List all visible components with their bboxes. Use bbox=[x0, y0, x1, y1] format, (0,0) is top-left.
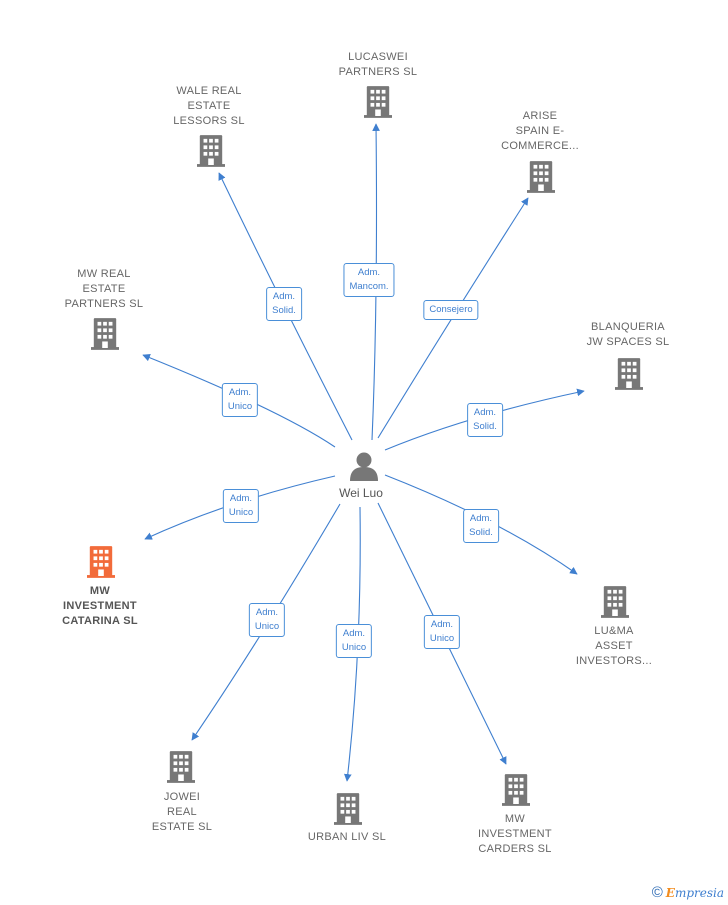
company-label-line: ARISE bbox=[522, 110, 558, 122]
company-label-urban[interactable]: URBAN LIV SL bbox=[308, 830, 386, 845]
building-icon[interactable] bbox=[91, 318, 119, 350]
role-line: Unico bbox=[228, 507, 254, 518]
company-label-line: INVESTMENT bbox=[478, 828, 552, 840]
role-line: Unico bbox=[227, 401, 253, 412]
role-badge-luma[interactable]: Adm. Solid. bbox=[463, 509, 499, 543]
company-label-line: MW bbox=[89, 585, 111, 597]
company-label-line: INVESTMENT bbox=[63, 600, 137, 612]
company-label-carders[interactable]: MW INVESTMENT CARDERS SL bbox=[478, 812, 552, 857]
role-line: Unico bbox=[341, 642, 367, 653]
company-label-jowei[interactable]: JOWEI REAL ESTATE SL bbox=[152, 790, 212, 835]
company-label-line: MW bbox=[504, 813, 526, 825]
company-label-line: CARDERS SL bbox=[478, 843, 552, 855]
building-icon[interactable] bbox=[167, 751, 195, 783]
role-line: Mancom. bbox=[349, 281, 389, 292]
company-label-line: LUCASWEI bbox=[348, 51, 408, 63]
role-badge-mwreal[interactable]: Adm. Unico bbox=[221, 383, 259, 417]
brand-name: mpresia bbox=[674, 886, 724, 900]
role-badge-lucaswei[interactable]: Adm. Mancom. bbox=[343, 263, 395, 297]
company-label-line: PARTNERS SL bbox=[64, 298, 144, 310]
building-icon[interactable] bbox=[502, 774, 530, 806]
role-line: Unico bbox=[429, 633, 455, 644]
role-line: Solid. bbox=[469, 527, 493, 538]
building-icon[interactable] bbox=[615, 358, 643, 390]
company-label-line: URBAN LIV SL bbox=[307, 831, 387, 843]
company-label-luma[interactable]: LU&MA ASSET INVESTORS... bbox=[576, 624, 652, 669]
brand-initial: E bbox=[665, 886, 675, 900]
person-icon bbox=[350, 452, 378, 481]
role-line: Adm. bbox=[357, 267, 381, 278]
building-icon[interactable] bbox=[601, 586, 629, 618]
edges bbox=[142, 123, 585, 782]
company-label-line: CATARINA SL bbox=[62, 615, 138, 627]
role-line: Adm. bbox=[469, 513, 493, 524]
company-label-line: REAL bbox=[167, 806, 197, 818]
role-line: Adm. bbox=[342, 628, 366, 639]
company-label-line: INVESTORS... bbox=[575, 655, 653, 667]
role-line: Adm. bbox=[228, 387, 252, 398]
role-line: Adm. bbox=[229, 493, 253, 504]
company-label-line: BLANQUERIA bbox=[591, 321, 665, 333]
company-label-lucaswei[interactable]: LUCASWEI PARTNERS SL bbox=[339, 50, 418, 80]
company-label-line: PARTNERS SL bbox=[338, 66, 418, 78]
role-line: Solid. bbox=[272, 305, 296, 316]
role-line: Consejero bbox=[429, 304, 473, 315]
company-label-line: SPAIN E- bbox=[515, 125, 565, 137]
role-badge-urban[interactable]: Adm. Unico bbox=[335, 624, 373, 658]
company-label-line: JW SPACES SL bbox=[586, 336, 670, 348]
company-label-line: ASSET bbox=[595, 640, 633, 652]
building-icon[interactable] bbox=[87, 546, 115, 578]
company-label-line: JOWEI bbox=[163, 791, 201, 803]
building-icon[interactable] bbox=[364, 86, 392, 118]
building-icon[interactable] bbox=[527, 161, 555, 193]
role-badge-jowei[interactable]: Adm. Unico bbox=[248, 603, 286, 637]
role-badge-catarina[interactable]: Adm. Unico bbox=[222, 489, 260, 523]
role-line: Adm. bbox=[272, 291, 296, 302]
company-label-line: ESTATE bbox=[187, 100, 231, 112]
company-label-line: ESTATE SL bbox=[151, 821, 213, 833]
role-line: Solid. bbox=[473, 421, 497, 432]
footer-brand: ©Empresia bbox=[652, 884, 724, 901]
company-label-line: COMMERCE... bbox=[501, 140, 579, 152]
role-line: Adm. bbox=[430, 619, 454, 630]
company-label-line: LESSORS SL bbox=[173, 115, 245, 127]
role-badge-wale[interactable]: Adm. Solid. bbox=[266, 287, 302, 321]
role-line: Adm. bbox=[473, 407, 497, 418]
company-label-wale[interactable]: WALE REAL ESTATE LESSORS SL bbox=[173, 84, 244, 129]
company-label-catarina[interactable]: MW INVESTMENT CATARINA SL bbox=[62, 584, 138, 629]
building-icon[interactable] bbox=[334, 793, 362, 825]
building-icon[interactable] bbox=[197, 135, 225, 167]
company-label-line: MW REAL bbox=[77, 268, 131, 280]
role-line: Unico bbox=[254, 621, 280, 632]
company-label-line: WALE REAL bbox=[176, 85, 242, 97]
person-name[interactable]: Wei Luo bbox=[339, 486, 383, 500]
role-badge-carders[interactable]: Adm. Unico bbox=[423, 615, 461, 649]
role-line: Adm. bbox=[255, 607, 279, 618]
company-label-line: LU&MA bbox=[594, 625, 634, 637]
company-label-line: ESTATE bbox=[82, 283, 126, 295]
company-label-mwreal[interactable]: MW REAL ESTATE PARTNERS SL bbox=[65, 267, 144, 312]
company-label-blanqueria[interactable]: BLANQUERIA JW SPACES SL bbox=[587, 320, 670, 350]
copyright-icon: © bbox=[651, 884, 663, 901]
role-badge-arise[interactable]: Consejero bbox=[423, 300, 479, 320]
company-label-arise[interactable]: ARISE SPAIN E- COMMERCE... bbox=[501, 109, 579, 154]
edge-mwreal bbox=[142, 354, 336, 448]
role-badge-blanqueria[interactable]: Adm. Solid. bbox=[467, 403, 503, 437]
